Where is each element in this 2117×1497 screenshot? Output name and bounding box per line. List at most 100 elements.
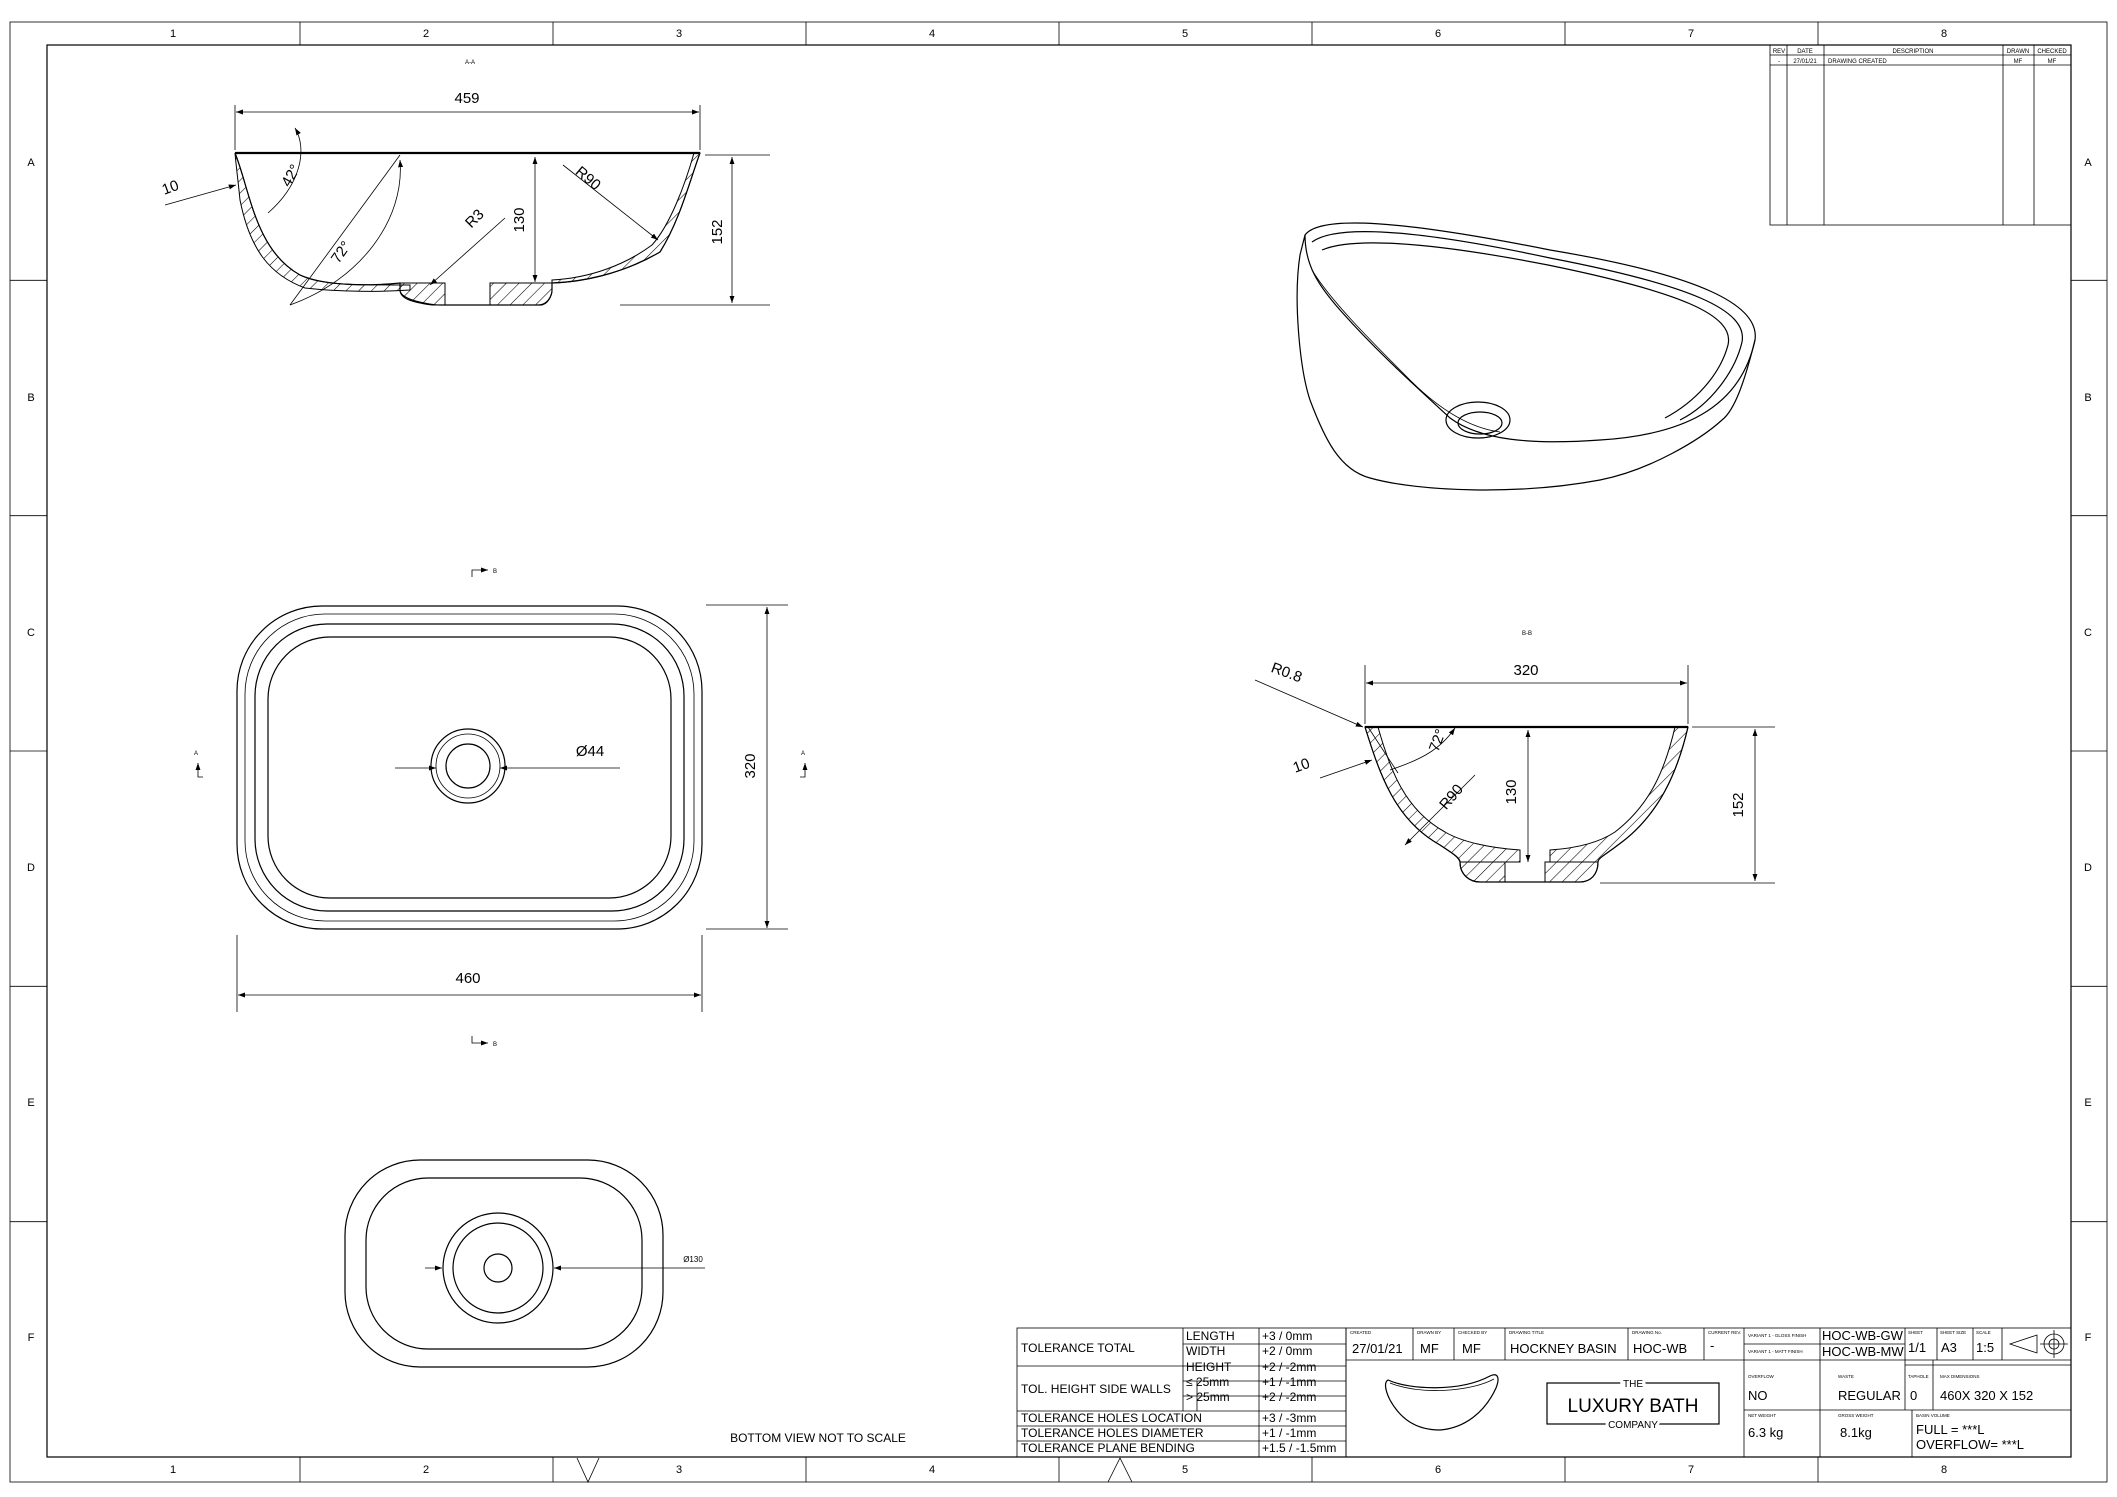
section-mark-b-bottom: B bbox=[493, 1042, 497, 1048]
tb-net-weight: 6.3 kg bbox=[1748, 1425, 1783, 1440]
row-label-right: D bbox=[2084, 862, 2092, 874]
rev-header-description: DESCRIPTION bbox=[1892, 49, 1933, 55]
logo-the: THE bbox=[1623, 1379, 1643, 1390]
tb-checked-label: CHECKED BY bbox=[1458, 1330, 1487, 1335]
tb-variant2: HOC-WB-MW bbox=[1822, 1344, 1904, 1359]
dim-plan-depth: 320 bbox=[742, 753, 759, 778]
tol-value: +2 / -2mm bbox=[1262, 1390, 1316, 1404]
rev-header-drawn: DRAWN bbox=[2007, 49, 2029, 55]
dim-plan-waste: Ø44 bbox=[576, 743, 604, 760]
drawing-frame bbox=[9, 21, 2108, 1483]
col-label-top: 5 bbox=[1182, 28, 1188, 40]
rev-cell: - bbox=[1778, 59, 1780, 65]
row-label-right: C bbox=[2084, 627, 2092, 639]
section-mark-a-left: A bbox=[194, 751, 198, 757]
tb-number: HOC-WB bbox=[1633, 1341, 1687, 1356]
dim-aa-r3: R3 bbox=[462, 206, 488, 232]
rev-cell: DRAWING CREATED bbox=[1828, 59, 1887, 65]
rev-header-date: DATE bbox=[1797, 49, 1813, 55]
tb-size-label: SHEET SIZE bbox=[1940, 1330, 1966, 1335]
section-a-a-view: A-A 459 152 130 R90 R3 10 42° 72° bbox=[160, 60, 770, 306]
row-label-right: F bbox=[2085, 1332, 2092, 1344]
isometric-view bbox=[1296, 222, 1756, 491]
tb-net-weight-label: NET WEIGHT bbox=[1748, 1413, 1776, 1418]
col-label-bottom: 7 bbox=[1688, 1464, 1694, 1476]
dim-bb-r08: R0.8 bbox=[1269, 659, 1305, 686]
tb-overflow: NO bbox=[1748, 1388, 1768, 1403]
rev-cell: MF bbox=[2048, 59, 2057, 65]
tb-variant1: HOC-WB-GW bbox=[1822, 1328, 1904, 1343]
bottom-view-note: BOTTOM VIEW NOT TO SCALE bbox=[730, 1431, 906, 1445]
rev-header-checked: CHECKED bbox=[2037, 49, 2067, 55]
tb-title-label: DRAWING TITLE bbox=[1509, 1330, 1544, 1335]
dim-aa-height: 152 bbox=[709, 219, 726, 244]
tb-checked: MF bbox=[1462, 1341, 1481, 1356]
tolerance-table: TOLERANCE TOTAL LENGTH +3 / 0mm WIDTH +2… bbox=[1016, 1327, 1347, 1458]
tol-item: LENGTH bbox=[1186, 1329, 1235, 1343]
col-label-bottom: 2 bbox=[423, 1464, 429, 1476]
tb-number-label: DRAWING No. bbox=[1632, 1330, 1662, 1335]
col-label-top: 3 bbox=[676, 28, 682, 40]
tol-item: WIDTH bbox=[1186, 1344, 1225, 1358]
tol-value: +1.5 / -1.5mm bbox=[1262, 1441, 1336, 1455]
tb-max-dim: 460X 320 X 152 bbox=[1940, 1388, 2033, 1403]
row-label-right: E bbox=[2084, 1097, 2091, 1109]
col-label-bottom: 1 bbox=[170, 1464, 176, 1476]
col-label-bottom: 3 bbox=[676, 1464, 682, 1476]
row-label-left: F bbox=[28, 1332, 35, 1344]
tb-volume-label: BASIN VOLUME bbox=[1916, 1413, 1950, 1418]
logo-company: COMPANY bbox=[1608, 1420, 1658, 1431]
tol-value: +3 / 0mm bbox=[1262, 1329, 1312, 1343]
col-label-top: 7 bbox=[1688, 28, 1694, 40]
tol-group: TOLERANCE HOLES DIAMETER bbox=[1021, 1426, 1204, 1440]
row-label-left: D bbox=[27, 862, 35, 874]
tb-drawn-label: DRAWN BY bbox=[1417, 1330, 1441, 1335]
col-label-top: 2 bbox=[423, 28, 429, 40]
tb-overflow-label: OVERFLOW bbox=[1748, 1374, 1775, 1379]
tol-value: +1 / -1mm bbox=[1262, 1426, 1316, 1440]
tol-value: +2 / 0mm bbox=[1262, 1344, 1312, 1358]
rev-cell: 27/01/21 bbox=[1793, 59, 1817, 65]
company-logo: THE LUXURY BATH COMPANY bbox=[1546, 1376, 1720, 1434]
tol-value: +2 / -2mm bbox=[1262, 1360, 1316, 1374]
tb-tapholes: 0 bbox=[1910, 1388, 1917, 1403]
tol-group: TOLERANCE TOTAL bbox=[1021, 1341, 1135, 1355]
dim-aa-wall: 10 bbox=[160, 177, 181, 199]
tb-sheet-label: SHEET bbox=[1908, 1330, 1923, 1335]
dim-bb-depth: 130 bbox=[1503, 779, 1520, 804]
dim-aa-r90: R90 bbox=[572, 163, 604, 194]
dim-aa-width: 459 bbox=[454, 90, 479, 107]
tb-size: A3 bbox=[1941, 1340, 1957, 1355]
tb-current-rev-label: CURRENT REV. bbox=[1708, 1330, 1741, 1335]
tb-gross-weight: 8.1kg bbox=[1840, 1425, 1872, 1440]
logo-main: LUXURY BATH bbox=[1568, 1396, 1699, 1417]
tb-gross-weight-label: GROSS WEIGHT bbox=[1838, 1413, 1874, 1418]
tb-title: HOCKNEY BASIN bbox=[1510, 1341, 1617, 1356]
dim-bb-width: 320 bbox=[1513, 662, 1538, 679]
tol-value: +1 / -1mm bbox=[1262, 1375, 1316, 1389]
dim-plan-width: 460 bbox=[455, 970, 480, 987]
row-label-left: A bbox=[27, 157, 35, 169]
dim-bb-r90: R90 bbox=[1436, 781, 1467, 813]
row-label-left: C bbox=[27, 627, 35, 639]
col-label-bottom: 4 bbox=[929, 1464, 935, 1476]
dim-bb-height: 152 bbox=[1730, 792, 1747, 817]
basin-thumbnail bbox=[1384, 1374, 1499, 1431]
tb-created: 27/01/21 bbox=[1352, 1341, 1403, 1356]
rev-cell: MF bbox=[2014, 59, 2023, 65]
center-marks bbox=[576, 1457, 1133, 1483]
col-label-bottom: 6 bbox=[1435, 1464, 1441, 1476]
col-label-top: 1 bbox=[170, 28, 176, 40]
row-label-left: B bbox=[27, 392, 34, 404]
dim-bb-wall: 10 bbox=[1291, 755, 1312, 777]
tb-volume-full: FULL = ***L bbox=[1916, 1422, 1985, 1437]
row-label-right: A bbox=[2084, 157, 2092, 169]
plan-view: Ø44 460 320 B B A A bbox=[194, 567, 808, 1048]
col-label-top: 6 bbox=[1435, 28, 1441, 40]
col-label-top: 8 bbox=[1941, 28, 1947, 40]
tb-tapholes-label: TAPHOLE bbox=[1908, 1374, 1929, 1379]
dim-aa-angle-rim: 42° bbox=[278, 162, 304, 190]
col-label-top: 4 bbox=[929, 28, 935, 40]
tb-created-label: CREATED bbox=[1350, 1330, 1372, 1335]
tb-current-rev: - bbox=[1710, 1338, 1714, 1353]
